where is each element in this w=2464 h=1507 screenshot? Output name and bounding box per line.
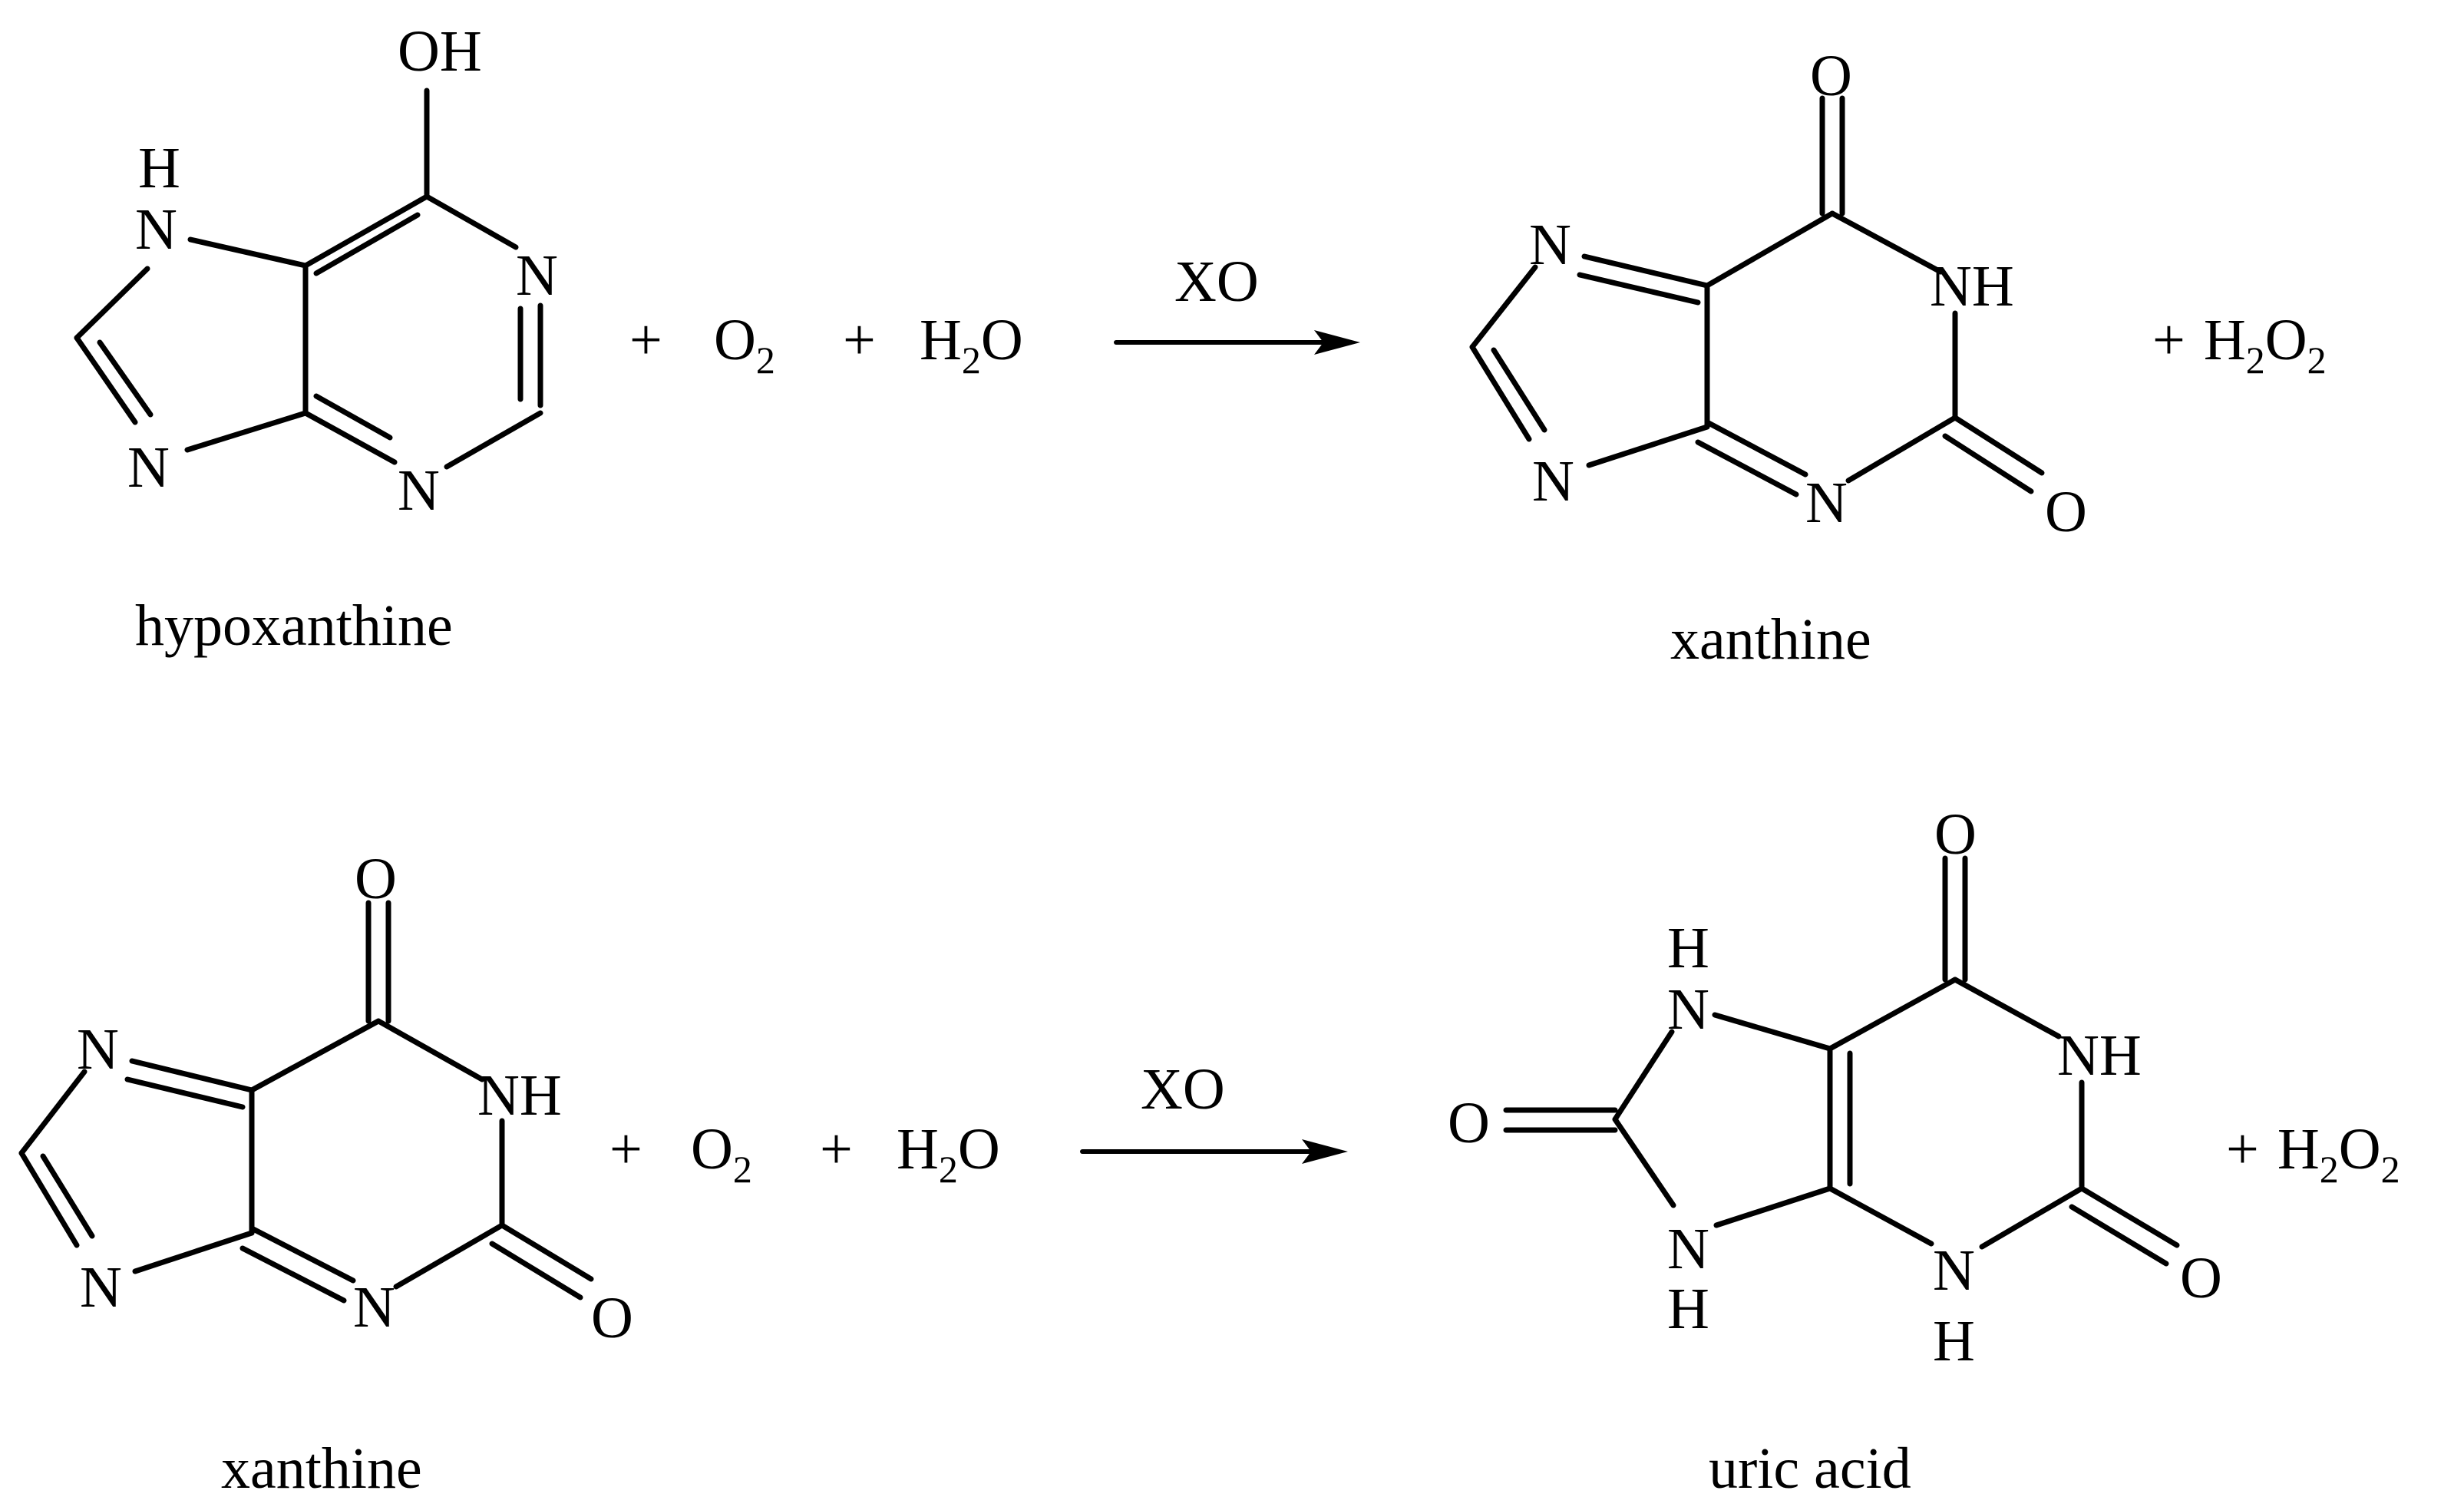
bond [132, 1230, 255, 1274]
bond [1704, 419, 1808, 478]
plus-sign: + [609, 1117, 642, 1181]
bond [489, 1241, 583, 1300]
bond [239, 1245, 347, 1304]
bond [1952, 415, 2045, 476]
atom-label: N [1529, 213, 1571, 277]
bond [1491, 347, 1547, 433]
atom-label: H [138, 136, 180, 200]
bond [1829, 210, 1944, 275]
atom-label: O [2180, 1246, 2222, 1310]
xanthine-structure: O NH O N N N [18, 847, 633, 1350]
atom-label: H [1667, 1277, 1709, 1341]
enzyme-label: XO [1174, 250, 1259, 314]
bond [1942, 433, 2034, 494]
atom-label: H [1667, 916, 1709, 980]
bond [302, 193, 430, 269]
bond [375, 1018, 485, 1082]
enzyme-label: XO [1141, 1057, 1225, 1122]
atom-label: H [1933, 1309, 1975, 1373]
bond [1827, 1185, 1934, 1247]
bond [1577, 272, 1701, 306]
atom-label: N [1667, 977, 1709, 1042]
plus-sign: + [820, 1117, 853, 1181]
atom-label: O [1934, 802, 1977, 867]
compound-name-uric-acid: uric acid [1709, 1436, 1911, 1501]
bond [499, 1222, 594, 1282]
bond [40, 1153, 95, 1239]
bond [444, 410, 543, 470]
compound-name-xanthine: xanthine [221, 1436, 422, 1501]
bond [249, 1018, 381, 1093]
water-formula: H2O [897, 1117, 1000, 1191]
bond [424, 193, 519, 250]
bond [1952, 977, 2062, 1039]
bond [184, 410, 309, 453]
bond [1979, 1185, 2085, 1250]
atom-label: N [398, 458, 440, 523]
atom-label: N [1667, 1217, 1709, 1281]
atom-label: N [1805, 471, 1848, 535]
bond [129, 1058, 255, 1093]
bond [1612, 1116, 1676, 1208]
bond [1695, 439, 1799, 497]
bond [2079, 1185, 2180, 1248]
bond [74, 266, 150, 341]
bond [313, 393, 393, 441]
atom-label: N [516, 243, 558, 308]
bond [313, 212, 421, 276]
plus-sign: + [843, 308, 876, 372]
bond [1712, 1012, 1833, 1052]
atom-label: N [77, 1017, 119, 1082]
compound-name-xanthine: xanthine [1670, 607, 1871, 672]
bond [97, 339, 154, 418]
bond [249, 1225, 356, 1284]
bond [1827, 977, 1958, 1052]
bond [1612, 1029, 1675, 1122]
reaction-arrow [1114, 330, 1360, 355]
atom-label: N [1532, 449, 1574, 514]
bond [187, 236, 309, 269]
xanthine-structure: O NH O N N N [1469, 44, 2087, 544]
atom-label: O [355, 847, 397, 911]
bond [1586, 424, 1710, 468]
atom-label: O [591, 1286, 633, 1350]
atom-label: NH [1930, 254, 2014, 319]
bond [18, 1069, 88, 1156]
oxygen-formula: O2 [714, 308, 775, 382]
atom-label: NH [477, 1063, 562, 1128]
bond [124, 1076, 246, 1110]
bond [18, 1150, 80, 1248]
hydrogen-peroxide-formula: +H2O2 [2152, 308, 2327, 382]
reaction-arrow [1080, 1139, 1348, 1164]
atom-label: NH [2057, 1023, 2142, 1088]
atom-label: N [80, 1255, 122, 1320]
hydrogen-peroxide-formula: +H2O2 [2226, 1117, 2400, 1191]
bond [1704, 210, 1835, 289]
bond [302, 410, 398, 465]
bond [74, 335, 138, 425]
atom-label: N [353, 1275, 395, 1340]
atom-label: N [135, 197, 177, 262]
hypoxanthine-structure: OH H N N N N [74, 19, 558, 523]
atom-label: O [1448, 1091, 1490, 1155]
bond [1713, 1185, 1833, 1228]
bond [1845, 415, 1958, 484]
atom-label: O [1810, 44, 1852, 108]
water-formula: H2O [920, 308, 1023, 382]
atom-label: N [127, 435, 170, 500]
atom-label: N [1933, 1238, 1975, 1303]
bond [1469, 264, 1538, 350]
bond [1469, 344, 1532, 442]
atom-label: O [2045, 480, 2087, 544]
bond [393, 1222, 505, 1290]
uric-acid-structure: O NH O N H H N N H O [1448, 802, 2222, 1373]
bond [1581, 253, 1710, 289]
compound-name-hypoxanthine: hypoxanthine [135, 593, 453, 658]
oxygen-formula: O2 [691, 1117, 752, 1191]
plus-sign: + [629, 308, 662, 372]
bond [2069, 1204, 2169, 1267]
atom-label: OH [398, 19, 482, 84]
